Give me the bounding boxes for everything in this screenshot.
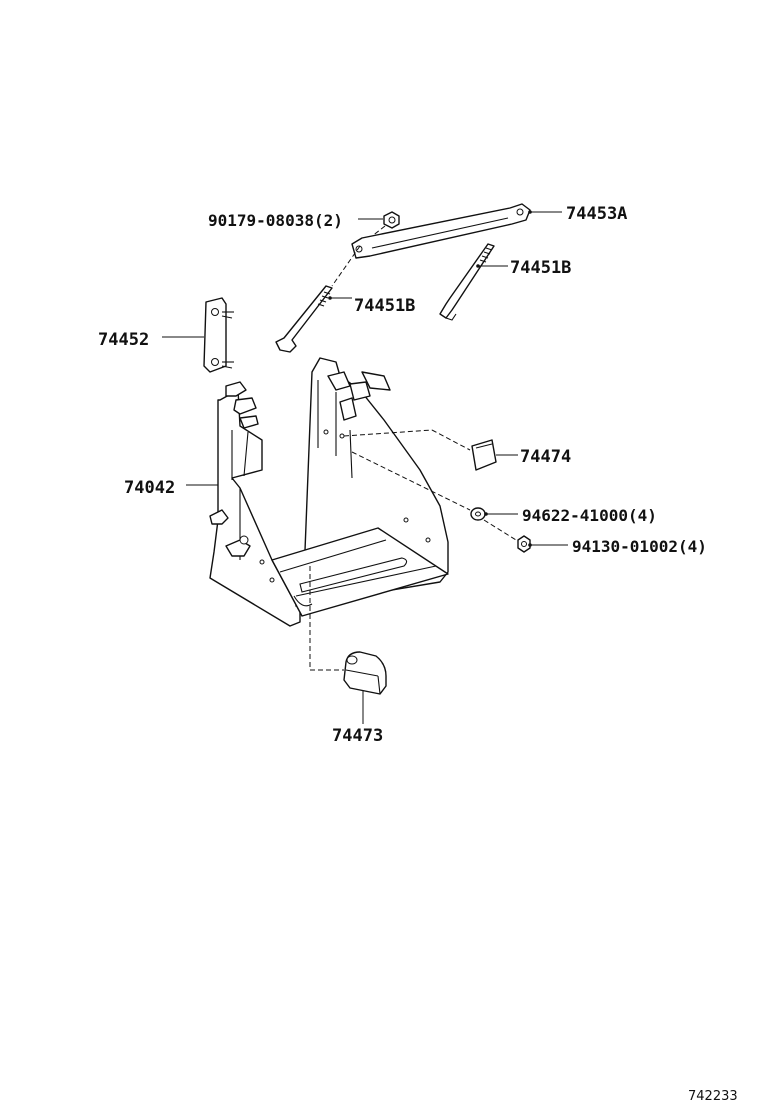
illustration-number: 742233 xyxy=(688,1089,738,1104)
label-94622-41000: 94622-41000(4) xyxy=(522,506,657,525)
label-74451b-left: 74451B xyxy=(354,296,415,316)
pad-74474 xyxy=(343,429,497,471)
label-94130-01002: 94130-01002(4) xyxy=(572,537,707,556)
bracket-74452 xyxy=(203,297,234,373)
battery-tray-74042 xyxy=(209,357,449,670)
label-74451b-right: 74451B xyxy=(510,258,571,278)
washer-94622 xyxy=(351,451,486,521)
clamp-74453a xyxy=(351,203,531,259)
j-bolt-74451b-left xyxy=(275,245,361,353)
label-74452: 74452 xyxy=(98,330,149,350)
label-74473: 74473 xyxy=(332,726,383,746)
nut-94130 xyxy=(483,519,531,553)
label-74474: 74474 xyxy=(520,447,571,467)
j-bolt-74451b-right xyxy=(439,243,495,321)
label-74042: 74042 xyxy=(124,478,175,498)
label-90179-08038: 90179-08038(2) xyxy=(208,211,343,230)
label-74453a: 74453A xyxy=(566,204,627,224)
stopper-74473 xyxy=(310,651,387,695)
